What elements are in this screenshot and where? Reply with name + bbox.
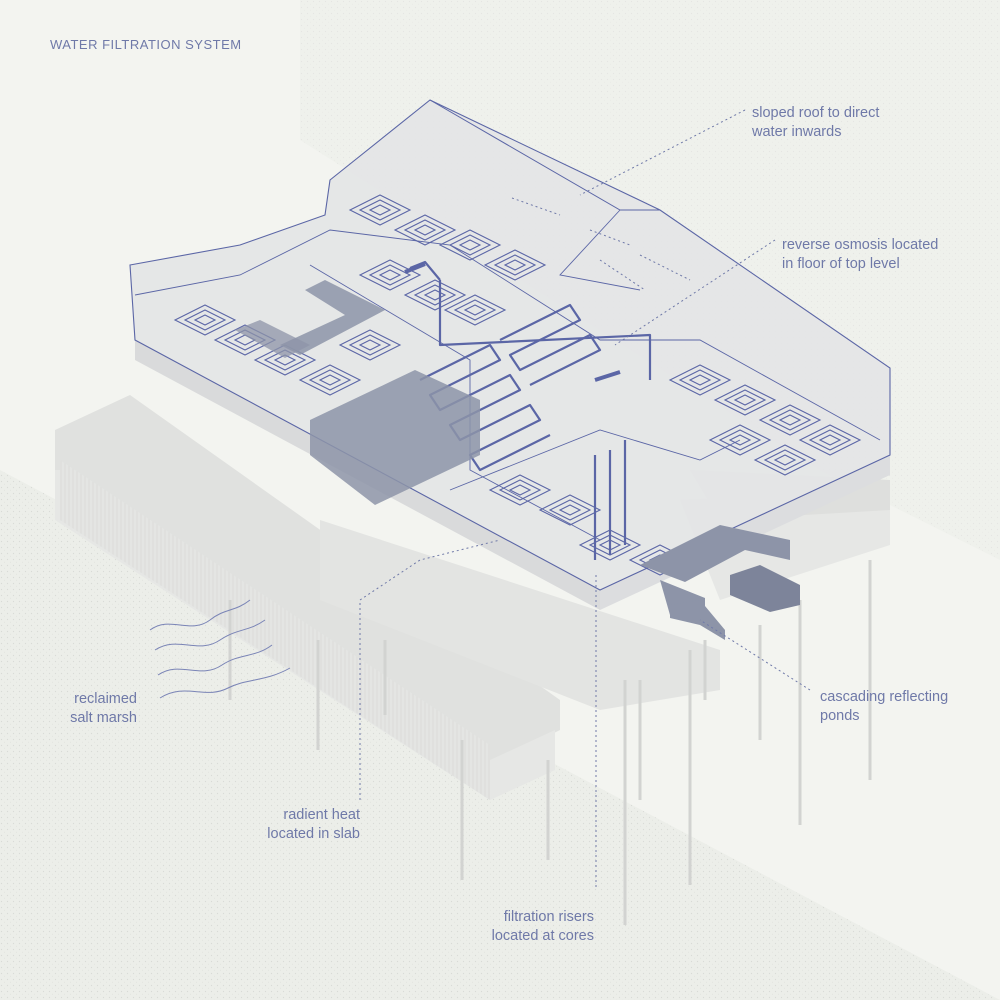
- label-sloped-roof: sloped roof to direct water inwards: [752, 105, 880, 140]
- salt-marsh-waves: [149, 599, 291, 699]
- lower-slabs: [55, 395, 890, 800]
- shaded-volumes: [235, 280, 480, 505]
- leader-lines: [359, 109, 811, 890]
- label-filtration-risers: filtration risers located at cores: [491, 909, 594, 944]
- piles: [228, 560, 872, 925]
- label-reverse-osmosis: reverse osmosis located in floor of top …: [782, 237, 939, 272]
- reverse-osmosis-piping: [404, 260, 652, 560]
- label-salt-marsh: reclaimed salt marsh: [70, 691, 137, 726]
- label-reflecting-ponds: cascading reflecting ponds: [820, 689, 949, 724]
- label-radiant-heat: radient heat located in slab: [267, 807, 360, 842]
- diagram-title: WATER FILTRATION SYSTEM: [50, 37, 242, 52]
- reflecting-ponds: [640, 525, 800, 640]
